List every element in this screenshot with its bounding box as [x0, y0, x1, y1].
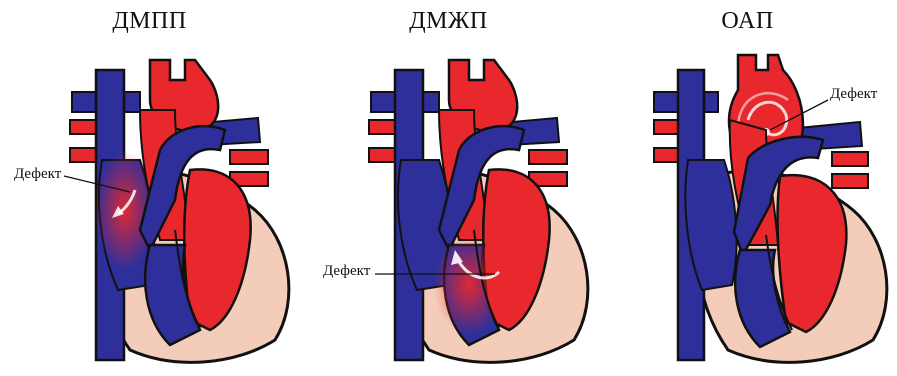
panel-vsd: ДМЖП Дефект [299, 0, 598, 376]
defect-label-asd: Дефект [14, 166, 61, 183]
heart-illustration-vsd [299, 0, 598, 376]
heart-illustration-pda [598, 0, 897, 376]
panel-asd: ДМПП [0, 0, 299, 376]
heart-illustration-asd [0, 0, 299, 376]
defect-label-vsd: Дефект [323, 263, 370, 280]
panel-pda: ОАП Дефект [598, 0, 897, 376]
defect-label-pda: Дефект [830, 86, 877, 103]
